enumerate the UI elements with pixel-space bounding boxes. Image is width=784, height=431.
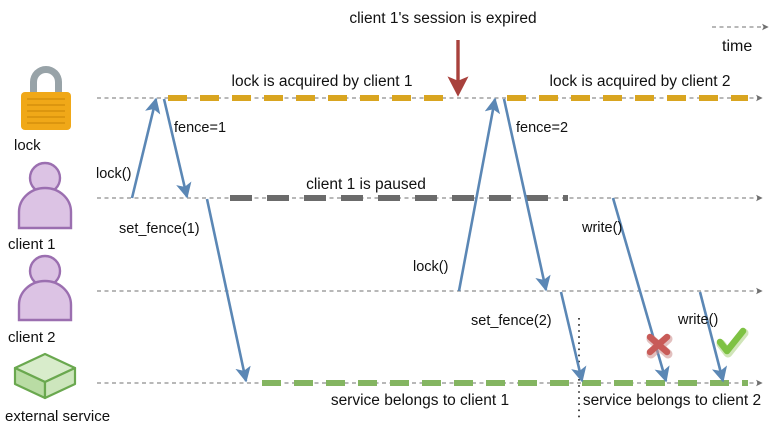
arrow-set-fence-1: [205, 198, 251, 383]
state-label-client1-paused: client 1 is paused: [306, 176, 426, 193]
write-rejected-marker: [646, 333, 673, 359]
lane-label-client1: client 1: [8, 236, 56, 253]
lane-label-client2: client 2: [8, 329, 56, 346]
arrow-fence-2: [502, 98, 551, 292]
padlock-icon: [21, 66, 71, 130]
label-write-client1: write(): [581, 220, 622, 236]
arrow-lock-call-1: [130, 97, 161, 199]
session-expired-label: client 1's session is expired: [349, 10, 536, 27]
label-set-fence-2: set_fence(2): [471, 313, 552, 329]
arrow-set-fence-2: [559, 291, 587, 383]
arrow-fence-1: [162, 98, 192, 199]
state-label-lock-client2: lock is acquired by client 2: [550, 73, 731, 90]
lane-label-external-service: external service: [5, 408, 110, 425]
person-icon-client2: [17, 254, 73, 322]
arrow-lock-call-2: [457, 97, 501, 292]
write-accepted-marker: [716, 327, 749, 358]
green-cube-icon: [13, 352, 77, 400]
label-write-client2: write(): [677, 312, 718, 328]
person-icon-client1: [17, 161, 73, 230]
label-fence-2: fence=2: [516, 120, 568, 136]
message-arrows: [130, 97, 728, 383]
lane-label-lock: lock: [14, 137, 41, 154]
label-set-fence-1: set_fence(1): [119, 221, 200, 237]
state-label-service-client1: service belongs to client 1: [331, 392, 509, 409]
label-lock-call-1: lock(): [96, 166, 131, 182]
time-axis-label: time: [722, 38, 752, 55]
state-label-service-client2: service belongs to client 2: [583, 392, 761, 409]
state-label-lock-client1: lock is acquired by client 1: [232, 73, 413, 90]
label-fence-1: fence=1: [174, 120, 226, 136]
arrow-write-client2: [698, 291, 728, 383]
label-lock-call-2: lock(): [413, 259, 448, 275]
